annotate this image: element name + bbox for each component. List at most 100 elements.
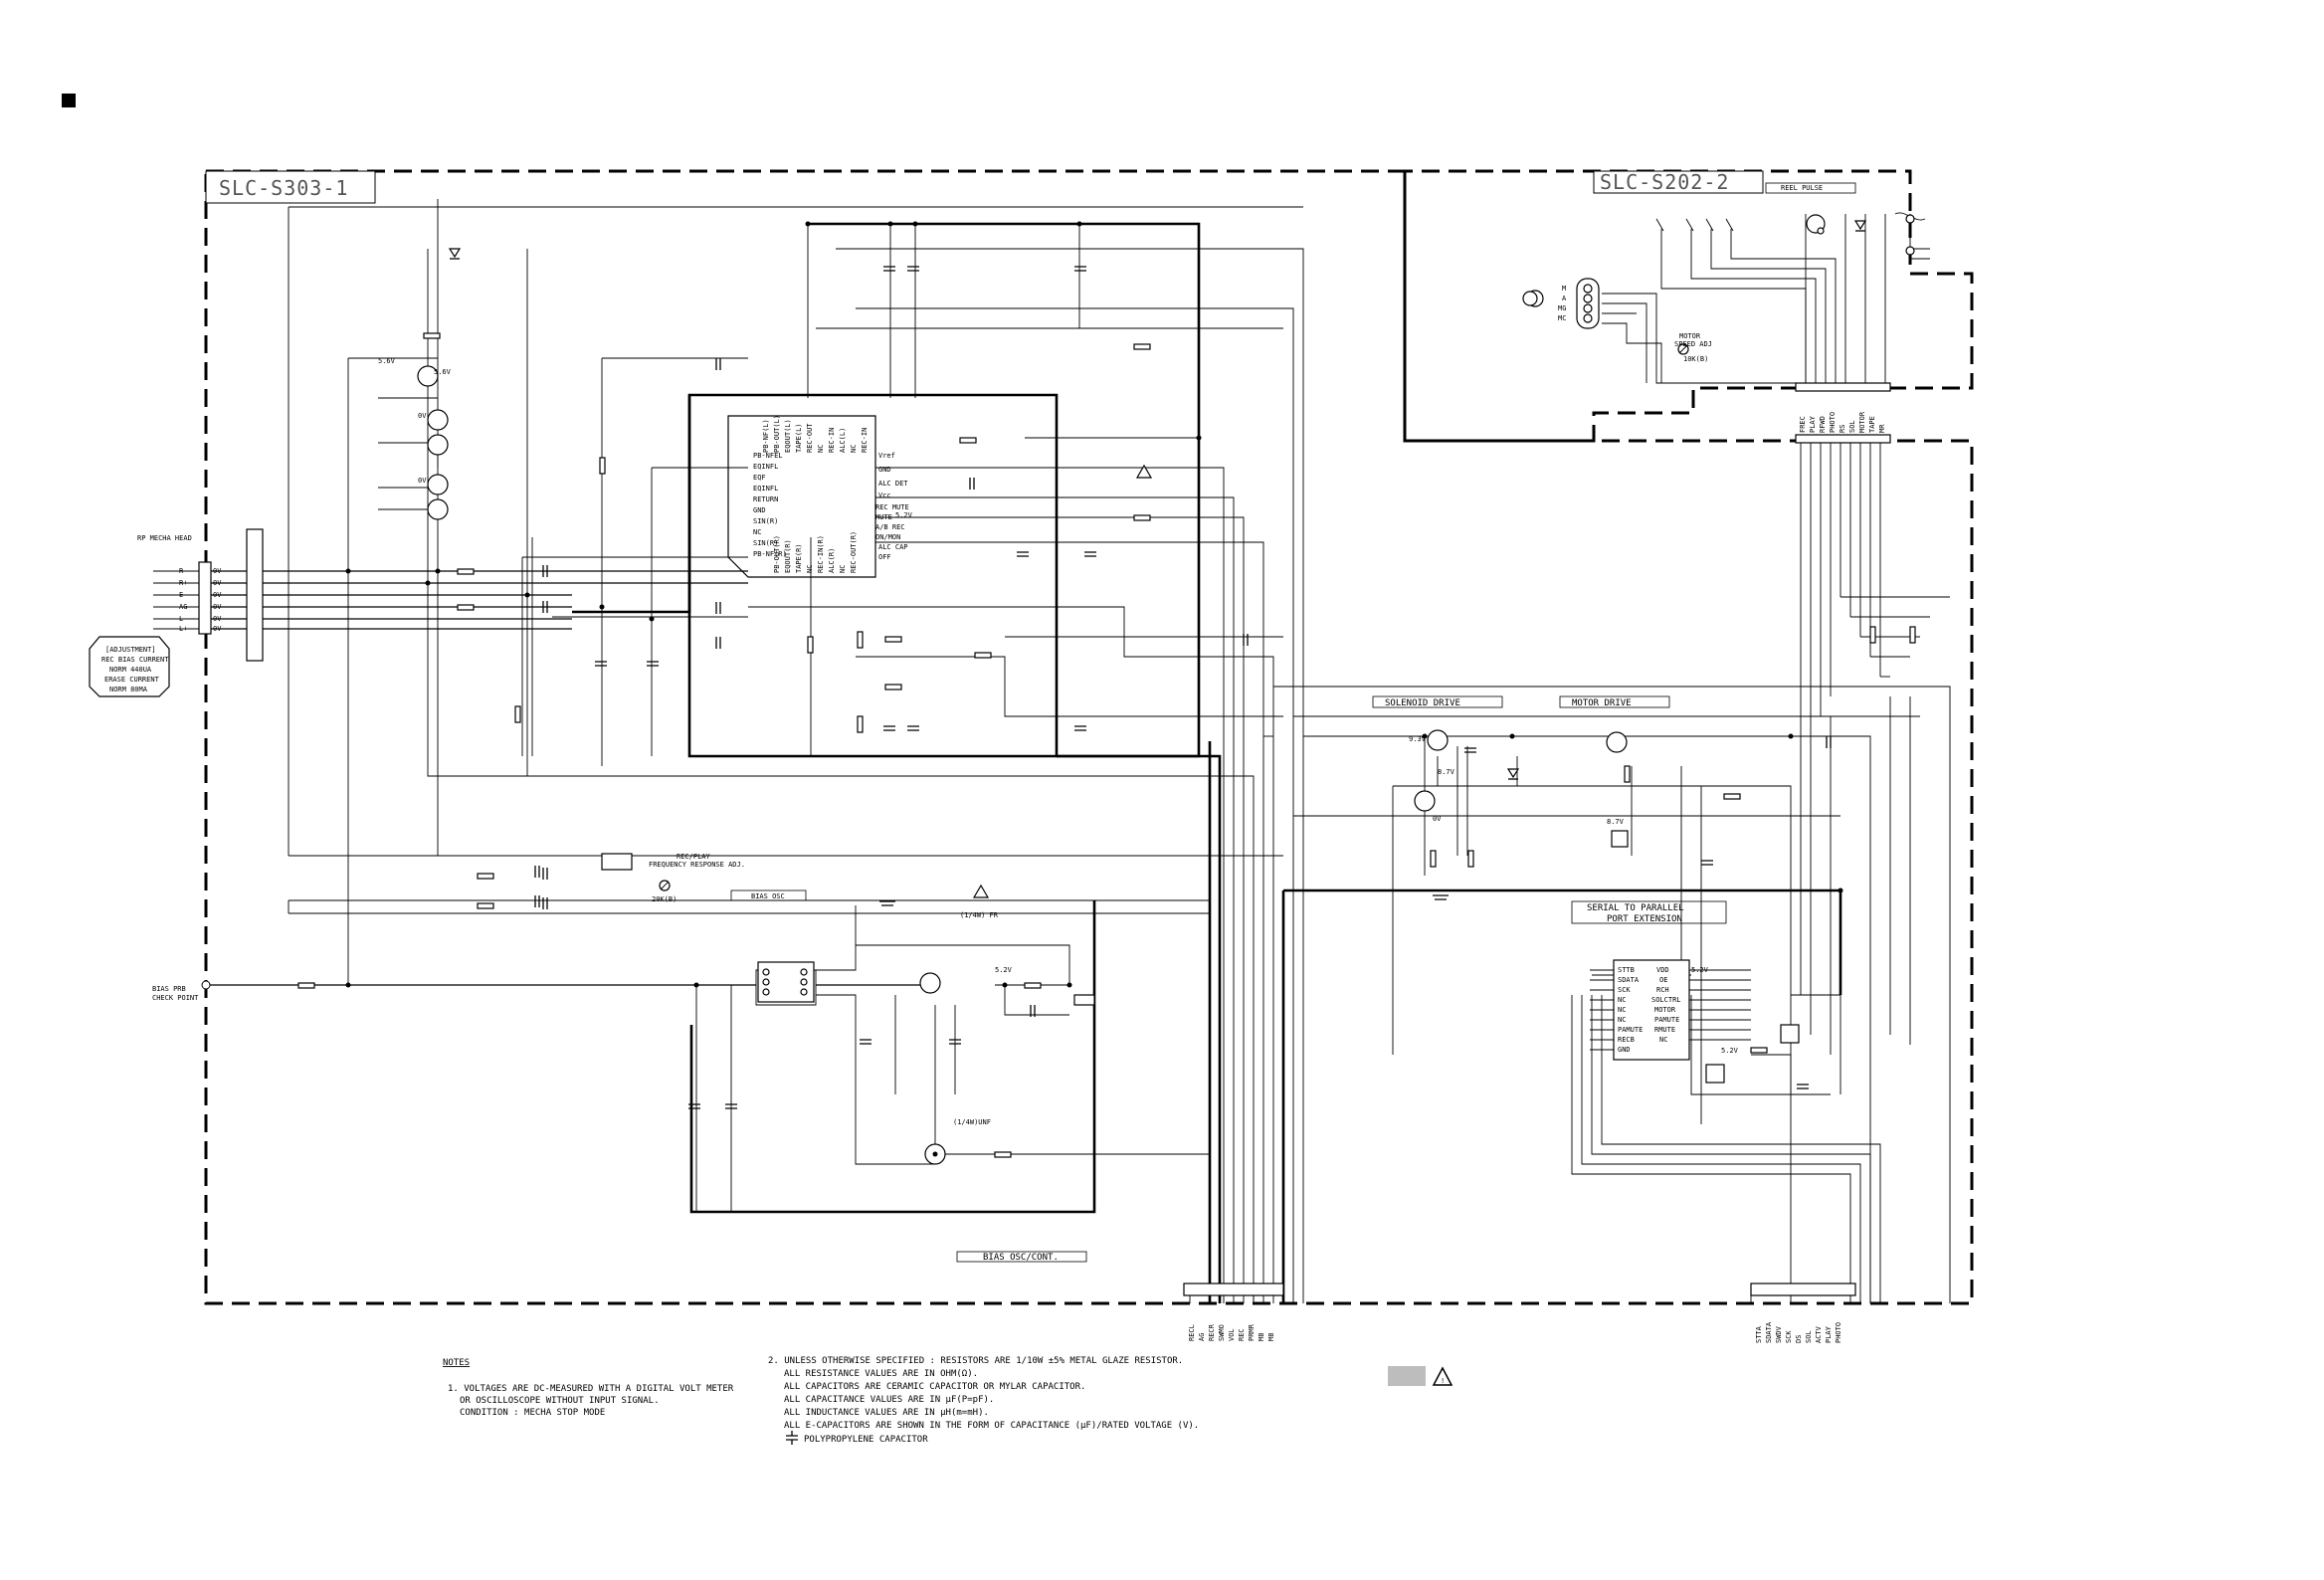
junction-dots	[345, 221, 1843, 1157]
motor-conn-4: MC	[1558, 314, 1566, 322]
rec-bias-value: NORM 440UA	[109, 666, 152, 674]
top-right-connector	[1795, 382, 1891, 444]
svg-text:STTB: STTB	[1618, 966, 1635, 974]
rp-connector	[153, 528, 264, 662]
sub-board-label-box	[1593, 170, 1764, 194]
conn-left-6: L+	[179, 625, 187, 633]
motor-speed-line2: SPEED ADJ	[1674, 340, 1712, 348]
svg-text:5.2V: 5.2V	[995, 966, 1013, 974]
svg-text:FREC: FREC	[1799, 416, 1807, 433]
svg-text:VOL: VOL	[1228, 1328, 1236, 1341]
resistors	[297, 332, 1916, 1158]
svg-text:PRMR: PRMR	[1248, 1323, 1256, 1341]
svg-text:REC-OUT(R): REC-OUT(R)	[850, 531, 858, 573]
svg-text:PB-OUT(R): PB-OUT(R)	[773, 535, 781, 573]
port-extension-box	[1571, 900, 1727, 924]
conn-left-3: E	[179, 591, 183, 599]
svg-text:MR: MR	[1878, 424, 1886, 433]
svg-text:PLAY: PLAY	[1825, 1325, 1833, 1343]
bias-check-point	[201, 980, 211, 990]
bias-check-label-1: BIAS PRB	[152, 985, 186, 993]
svg-text:PB-NF(L): PB-NF(L)	[762, 419, 770, 453]
motor-conn-2: A	[1562, 295, 1567, 302]
svg-text:0V: 0V	[418, 412, 427, 420]
svg-text:A/B REC: A/B REC	[875, 523, 905, 531]
svg-text:EQINFL: EQINFL	[753, 463, 778, 471]
ext-ic-right-pins: VDD OE RCH SOLCTRL MOTOR PAMUTE RMUTE NC	[1651, 966, 1681, 1044]
reel-pulse-box	[1765, 182, 1856, 194]
conn-left-1: R-	[179, 567, 187, 575]
svg-text:EQOUT(R): EQOUT(R)	[784, 539, 792, 573]
svg-text:5.6V: 5.6V	[434, 368, 452, 376]
svg-text:OFF: OFF	[878, 553, 891, 561]
note-2g: POLYPROPYLENE CAPACITOR	[804, 1435, 928, 1445]
erase-current: ERASE CURRENT	[104, 676, 160, 684]
svg-text:NC: NC	[1618, 1016, 1626, 1024]
conn-left-v4: 0V	[213, 603, 222, 611]
power-rail-left	[572, 395, 691, 614]
top-right-connector-labels: FREC PLAY RFWD PHOTO RS SOL MOTOR TAPE M…	[1799, 411, 1886, 433]
bottom-right-connector-labels: STTA SDATA SWDV SCK DS SOL ACTV PLAY PHO…	[1755, 1321, 1842, 1343]
reel-pulse-title: REEL PULSE	[1781, 184, 1823, 192]
svg-text:5.2V: 5.2V	[1721, 1047, 1739, 1055]
note-2f: ALL E-CAPACITORS ARE SHOWN IN THE FORM O…	[784, 1421, 1199, 1431]
svg-text:0V: 0V	[1433, 815, 1442, 823]
svg-text:SOLCTRL: SOLCTRL	[1651, 996, 1681, 1004]
fr-label: (1/4W) FR	[960, 911, 999, 919]
conn-left-v2: 0V	[213, 579, 222, 587]
rp-head-label: RP MECHA HEAD	[137, 534, 192, 542]
svg-text:AG: AG	[1198, 1333, 1206, 1341]
svg-text:SOL: SOL	[1805, 1330, 1813, 1343]
svg-text:SOL: SOL	[1848, 420, 1856, 433]
adjustment-callout	[89, 636, 170, 697]
diodes	[448, 220, 1867, 780]
port-extension-title: PORT EXTENSION	[1607, 914, 1682, 924]
svg-text:EQF: EQF	[753, 474, 766, 482]
motor-drive-box	[1559, 695, 1670, 708]
left-signal-wires	[209, 199, 1304, 1303]
svg-text:PAMUTE: PAMUTE	[1654, 1016, 1679, 1024]
svg-text:ON/MON: ON/MON	[875, 533, 900, 541]
voltage-annotations: 5.6V 5.6V 0V 0V 9.3V 8.7V 0V 8.7V 5.2V 5…	[378, 357, 1739, 1055]
note-1c: CONDITION : MECHA STOP MODE	[460, 1408, 605, 1418]
svg-text:DS: DS	[1795, 1335, 1803, 1343]
svg-text:ALC CAP: ALC CAP	[878, 543, 908, 551]
bias-osc-wires	[209, 855, 1283, 1212]
svg-text:5.2V: 5.2V	[895, 511, 913, 519]
motor-conn-1: M	[1562, 285, 1566, 293]
svg-text:ALC DET: ALC DET	[878, 480, 908, 488]
conn-left-v6: 0V	[213, 625, 222, 633]
bias-osc-cont-title: BIAS OSC/CONT.	[983, 1253, 1059, 1263]
adj-20k-label: 20K(B)	[652, 895, 677, 903]
bottom-connectors	[1183, 1283, 1856, 1296]
svg-text:MB: MB	[1267, 1333, 1275, 1341]
note-2d: ALL CAPACITANCE VALUES ARE IN μF(P=pF).	[784, 1395, 994, 1405]
svg-text:Vcc: Vcc	[878, 492, 891, 499]
svg-text:5.2V: 5.2V	[1691, 966, 1709, 974]
svg-text:OE: OE	[1659, 976, 1667, 984]
svg-text:REC-IN(R): REC-IN(R)	[817, 535, 825, 573]
note-1b: OR OSCILLOSCOPE WITHOUT INPUT SIGNAL.	[460, 1396, 659, 1406]
conn-left-2: R+	[179, 579, 187, 587]
adjust-symbols	[601, 343, 1689, 891]
svg-text:MOTOR: MOTOR	[1654, 1006, 1676, 1014]
svg-text:PB-NF(R): PB-NF(R)	[753, 550, 787, 558]
erase-value: NORM 80MA	[109, 686, 148, 693]
rec-play-adj-line2: FREQUENCY RESPONSE ADJ.	[649, 861, 745, 869]
right-side-wires	[1263, 686, 1951, 1303]
conn-left-v5: 0V	[213, 615, 222, 623]
transistors	[417, 214, 1826, 1165]
svg-text:SWDV: SWDV	[1775, 1325, 1783, 1343]
note-2e: ALL INDUCTANCE VALUES ARE IN μH(m=mH).	[784, 1408, 989, 1418]
svg-text:MOTOR: MOTOR	[1858, 411, 1866, 433]
note-2a: 2. UNLESS OTHERWISE SPECIFIED : RESISTOR…	[768, 1356, 1183, 1366]
svg-text:NC: NC	[839, 565, 847, 573]
solenoid-drive-title: SOLENOID DRIVE	[1385, 698, 1460, 708]
svg-text:VDD: VDD	[1656, 966, 1669, 974]
main-ic-top-pins: PB-NF(L) PB-OUT(L) EQOUT(L) TAPE(L) REC-…	[762, 415, 869, 453]
svg-text:NC: NC	[850, 445, 858, 453]
motor-connector	[1522, 278, 1600, 329]
svg-text:RETURN: RETURN	[753, 495, 778, 503]
adjustment-title: [ADJUSTMENT]	[105, 646, 156, 654]
svg-text:ALC(L): ALC(L)	[839, 428, 847, 453]
